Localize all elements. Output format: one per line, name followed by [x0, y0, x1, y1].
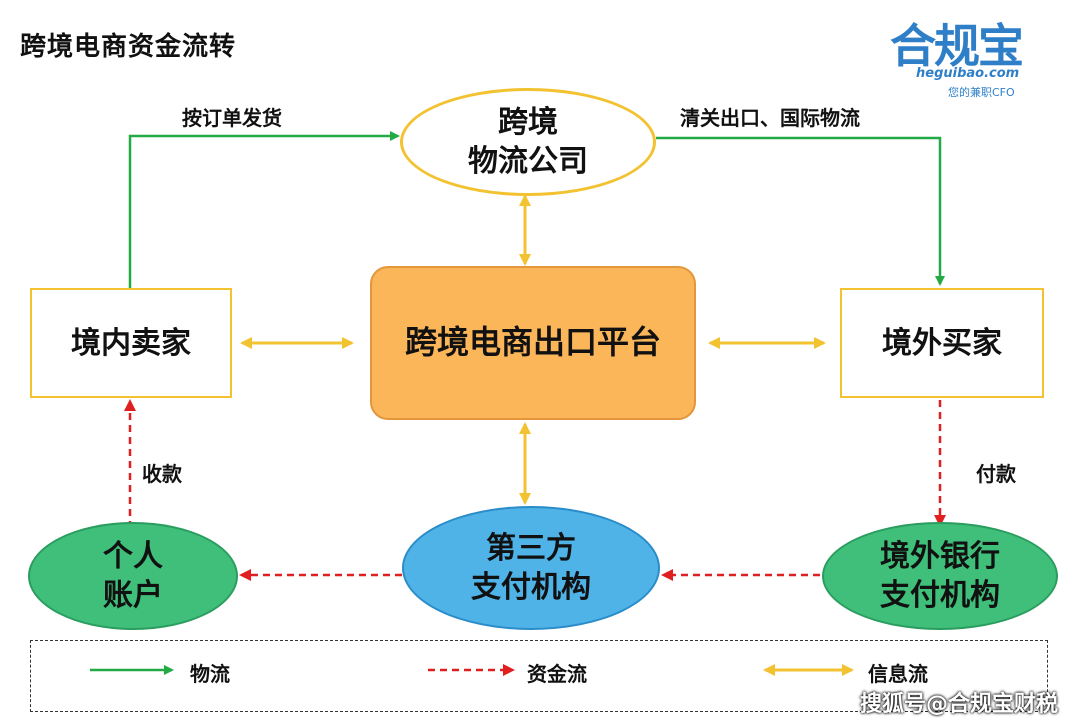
brand-logo: 合规宝 heguibao.com 您的兼职CFO [880, 10, 1050, 100]
legend-fund-label: 资金流 [527, 662, 587, 686]
node-personal-account-line2: 账户 [103, 578, 163, 613]
node-logistics-company: 跨境 物流公司 [400, 88, 656, 196]
node-domestic-seller-label: 境内卖家 [71, 325, 191, 361]
node-domestic-seller: 境内卖家 [30, 288, 232, 398]
arrow-logistics-to-buyer [656, 136, 945, 286]
node-third-party-line2: 支付机构 [471, 570, 591, 605]
node-logistics-line2: 物流公司 [468, 144, 588, 179]
label-receive-payment: 收款 [142, 462, 182, 486]
node-export-platform: 跨境电商出口平台 [370, 266, 696, 420]
node-export-platform-label: 跨境电商出口平台 [404, 323, 661, 362]
logo-tagline: 您的兼职CFO [948, 86, 1015, 99]
label-customs-export: 清关出口、国际物流 [680, 106, 860, 130]
node-overseas-buyer-label: 境外买家 [882, 325, 1002, 361]
node-overseas-bank-line2: 支付机构 [880, 578, 1000, 613]
arrow-seller-to-logistics [128, 131, 400, 288]
legend [30, 640, 1048, 712]
node-overseas-bank-line1: 境外银行 [880, 539, 1000, 574]
node-personal-account: 个人 账户 [28, 522, 238, 630]
node-overseas-bank: 境外银行 支付机构 [822, 522, 1058, 630]
logo-url: heguibao.com [916, 66, 1020, 81]
page-title: 跨境电商资金流转 [20, 32, 237, 62]
label-ship-by-order: 按订单发货 [182, 106, 282, 130]
node-logistics-line1: 跨境 [498, 105, 558, 140]
footer-watermark: 搜狐号@合规宝财税 [859, 692, 1058, 717]
node-personal-account-line1: 个人 [103, 539, 163, 574]
label-make-payment: 付款 [976, 462, 1016, 486]
legend-info-label: 信息流 [868, 662, 928, 686]
logo-brand: 合规宝 [890, 19, 1024, 73]
legend-logistics-label: 物流 [190, 662, 230, 686]
node-third-party-line1: 第三方 [486, 531, 576, 566]
node-overseas-buyer: 境外买家 [840, 288, 1044, 398]
node-third-party-payment: 第三方 支付机构 [402, 506, 660, 630]
